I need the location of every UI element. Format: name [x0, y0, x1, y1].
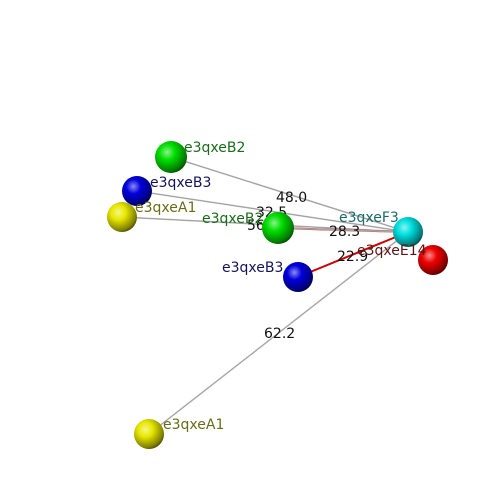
distance-lines [121, 156, 409, 435]
atom-e3qxeb2[interactable]: e3qxeB2 [155, 140, 245, 173]
atom-sphere[interactable] [107, 202, 137, 232]
distance-label: 56 [247, 218, 265, 234]
distance-line-core [136, 190, 409, 233]
atom-label: e3qxeB2 [202, 211, 263, 227]
atom-e3qxea1[interactable]: e3qxeA1 [107, 200, 196, 232]
atom-label: e3qxeE14 [357, 243, 427, 259]
distance-label: 28.3 [329, 224, 360, 240]
atom-label: e3qxeA1 [163, 417, 224, 433]
atom-sphere[interactable] [122, 176, 152, 206]
atom-label: e3qxeB2 [184, 140, 245, 156]
distance-label: 22.9 [337, 249, 368, 265]
distance-line-B3_mid-F3 [297, 231, 409, 278]
atom-label: e3qxeB3 [150, 175, 211, 191]
atom-e3qxea1[interactable]: e3qxeA1 [134, 417, 224, 449]
atom-label: e3qxeB3 [222, 260, 283, 276]
atom-sphere[interactable] [418, 245, 448, 275]
atom-e3qxeb3[interactable]: e3qxeB3 [122, 175, 211, 206]
atom-sphere[interactable] [283, 262, 313, 292]
atom-sphere[interactable] [155, 141, 187, 173]
atom-e3qxeb3[interactable]: e3qxeB3 [222, 260, 313, 292]
distance-label: 62.2 [264, 326, 295, 342]
atom-label: e3qxeA1 [135, 200, 196, 216]
atom-sphere[interactable] [393, 217, 423, 247]
atom-e3qxee14[interactable]: e3qxeE14 [357, 243, 448, 275]
atom-label: e3qxeF3 [339, 210, 399, 226]
atom-sphere[interactable] [134, 419, 164, 449]
distance-line-core [148, 231, 409, 435]
distance-label: 48.0 [276, 190, 307, 206]
distance-line-core [170, 156, 409, 233]
distance-line-core [277, 227, 409, 233]
atoms: e3qxeB2 e3qxeB3 e3qxeA1 e3qxeB2 e3qxeB3 e3qxe… [107, 140, 448, 449]
atom-e3qxeb2[interactable]: e3qxeB2 [202, 211, 294, 244]
atom-sphere[interactable] [262, 212, 294, 244]
atom-e3qxef3[interactable]: e3qxeF3 [339, 210, 423, 247]
